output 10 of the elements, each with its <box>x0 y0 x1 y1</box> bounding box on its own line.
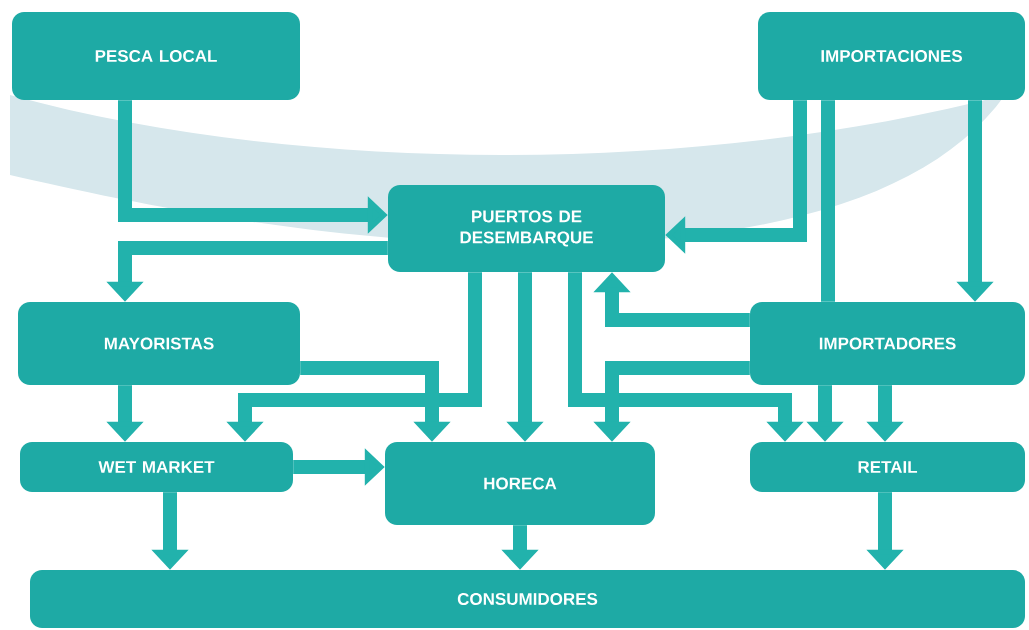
process-box: PESCA LOCAL <box>12 12 300 100</box>
process-box: HORECA <box>385 442 655 525</box>
process-box: WET MARKET <box>20 442 293 492</box>
process-box: CONSUMIDORES <box>30 570 1025 628</box>
process-box: IMPORTADORES <box>750 302 1025 385</box>
process-box: MAYORISTAS <box>18 302 300 385</box>
process-box: PUERTOS DE DESEMBARQUE <box>388 185 665 272</box>
process-box: IMPORTACIONES <box>758 12 1025 100</box>
process-box: RETAIL <box>750 442 1025 492</box>
connector-line <box>821 100 835 302</box>
